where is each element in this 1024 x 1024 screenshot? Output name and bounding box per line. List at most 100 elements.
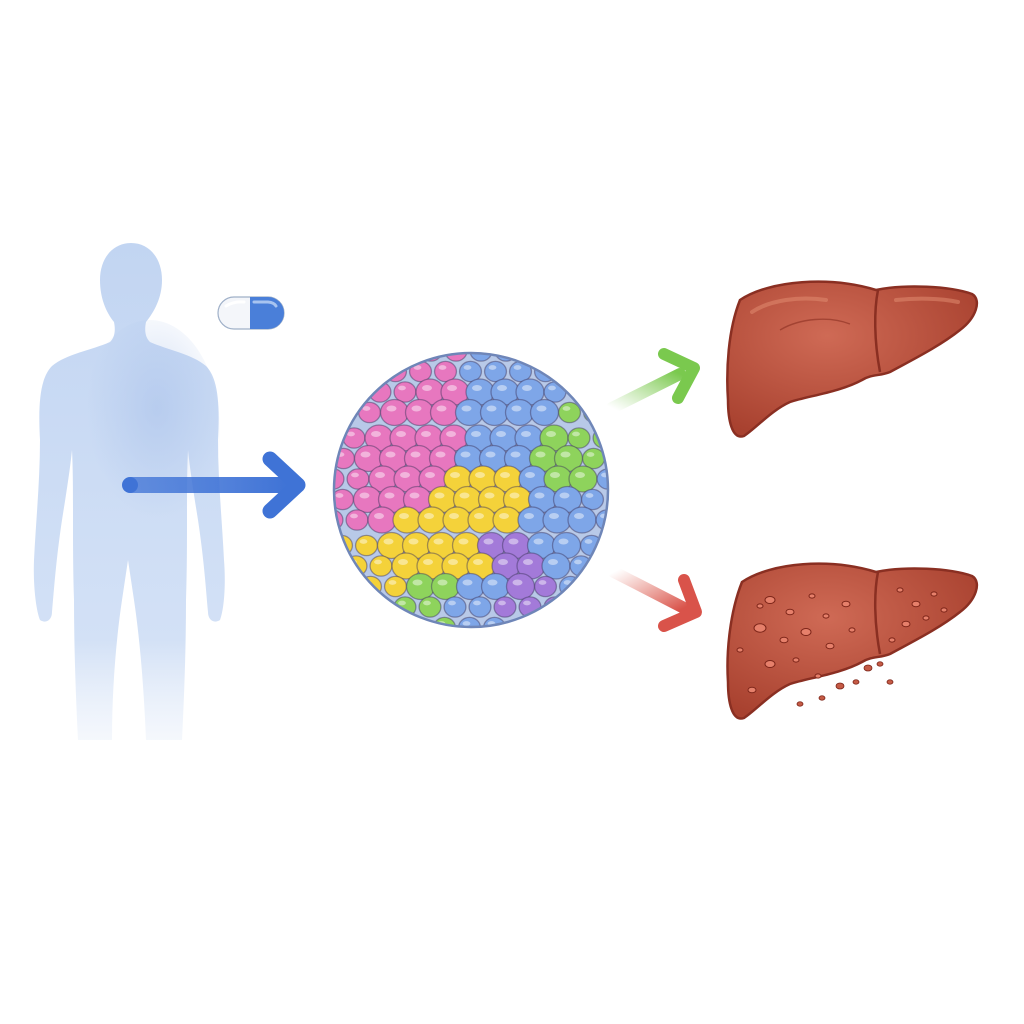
cell-highlight — [424, 345, 432, 350]
cell-highlight — [487, 579, 498, 586]
cell-highlight — [562, 406, 571, 411]
lesion — [922, 615, 930, 621]
cell-highlight — [509, 492, 520, 499]
cell — [479, 398, 510, 427]
cell-highlight — [396, 431, 406, 437]
lesion — [808, 593, 816, 599]
cell — [334, 468, 345, 490]
cell — [358, 575, 383, 598]
cell-highlight — [585, 493, 594, 498]
cell-highlight — [474, 345, 482, 350]
cell — [580, 488, 605, 511]
cell — [582, 401, 607, 424]
lesion — [800, 628, 812, 636]
cell-highlight — [409, 492, 420, 499]
cell-highlight — [335, 493, 344, 498]
cell-highlight — [486, 405, 497, 412]
cell-highlight — [559, 492, 570, 499]
cell-highlight — [510, 451, 521, 458]
cell-highlight — [413, 365, 422, 370]
cell — [418, 596, 442, 618]
cell — [442, 506, 472, 534]
cell-highlight — [498, 600, 506, 606]
cell — [541, 552, 571, 580]
lesion — [896, 587, 904, 593]
cell-highlight — [411, 405, 422, 412]
cell — [417, 506, 447, 534]
cell-highlight — [475, 472, 485, 478]
cell — [558, 575, 583, 598]
cell — [467, 506, 497, 534]
arrow-body-to-cells — [122, 451, 306, 519]
cell-highlight — [597, 431, 605, 437]
liver-lesions — [736, 587, 948, 707]
cell — [367, 506, 397, 534]
lesion — [888, 637, 896, 643]
lesion — [747, 686, 757, 694]
cell — [469, 353, 493, 362]
lesion — [822, 613, 830, 619]
cell-highlight — [399, 513, 409, 519]
cell-highlight — [523, 559, 533, 565]
cell-highlight — [463, 365, 472, 370]
cell-highlight — [584, 539, 593, 544]
cell-highlight — [558, 538, 569, 545]
cell-highlight — [398, 559, 408, 565]
cell-highlight — [460, 451, 471, 458]
lesion — [756, 603, 764, 609]
cell-highlight — [500, 472, 510, 478]
cell-highlight — [523, 600, 531, 606]
cell-highlight — [536, 405, 547, 412]
cell-highlight — [446, 431, 456, 437]
cell-highlight — [525, 472, 535, 478]
cell-highlight — [386, 405, 397, 412]
cell-highlight — [488, 365, 497, 370]
cell-highlight — [423, 559, 433, 565]
cell-highlight — [437, 579, 448, 586]
cell-highlight — [458, 538, 469, 545]
cell — [429, 398, 460, 427]
cell-highlight — [325, 514, 333, 519]
damaged-liver-icon — [726, 562, 979, 720]
cell-highlight — [521, 431, 531, 437]
cell — [379, 398, 410, 427]
cell-highlight — [436, 405, 447, 412]
cell — [443, 596, 467, 618]
cell-highlight — [484, 492, 495, 499]
cell-highlight — [497, 385, 507, 391]
cell — [432, 616, 457, 627]
cell-highlight — [384, 492, 395, 499]
cell-highlight — [424, 513, 434, 519]
cell-highlight — [408, 538, 419, 545]
cell — [529, 398, 560, 427]
cell-highlight — [574, 513, 584, 519]
cell — [483, 360, 508, 383]
cell-highlight — [462, 579, 473, 586]
cell-highlight — [438, 365, 447, 370]
cell-highlight — [398, 600, 406, 606]
cell-highlight — [421, 431, 431, 437]
cell-highlight — [538, 365, 547, 370]
cell-highlight — [575, 472, 585, 478]
cell-highlight — [538, 580, 547, 585]
lesion — [814, 673, 822, 679]
cell — [455, 572, 486, 601]
cell-highlight — [483, 538, 494, 545]
lesion — [753, 623, 767, 633]
cell — [392, 506, 422, 534]
cell-highlight — [388, 365, 397, 370]
cell-highlight — [383, 538, 394, 545]
cell-highlight — [473, 600, 481, 606]
lesion — [825, 642, 835, 650]
cell-highlight — [461, 405, 472, 412]
cell — [444, 353, 468, 362]
cell-highlight — [359, 492, 370, 499]
cell-highlight — [433, 538, 444, 545]
cell-highlight — [334, 539, 343, 544]
cell-highlight — [374, 513, 384, 519]
cell-highlight — [485, 451, 496, 458]
cell-highlight — [533, 538, 544, 545]
cell-highlight — [422, 385, 432, 391]
cell — [504, 398, 535, 427]
